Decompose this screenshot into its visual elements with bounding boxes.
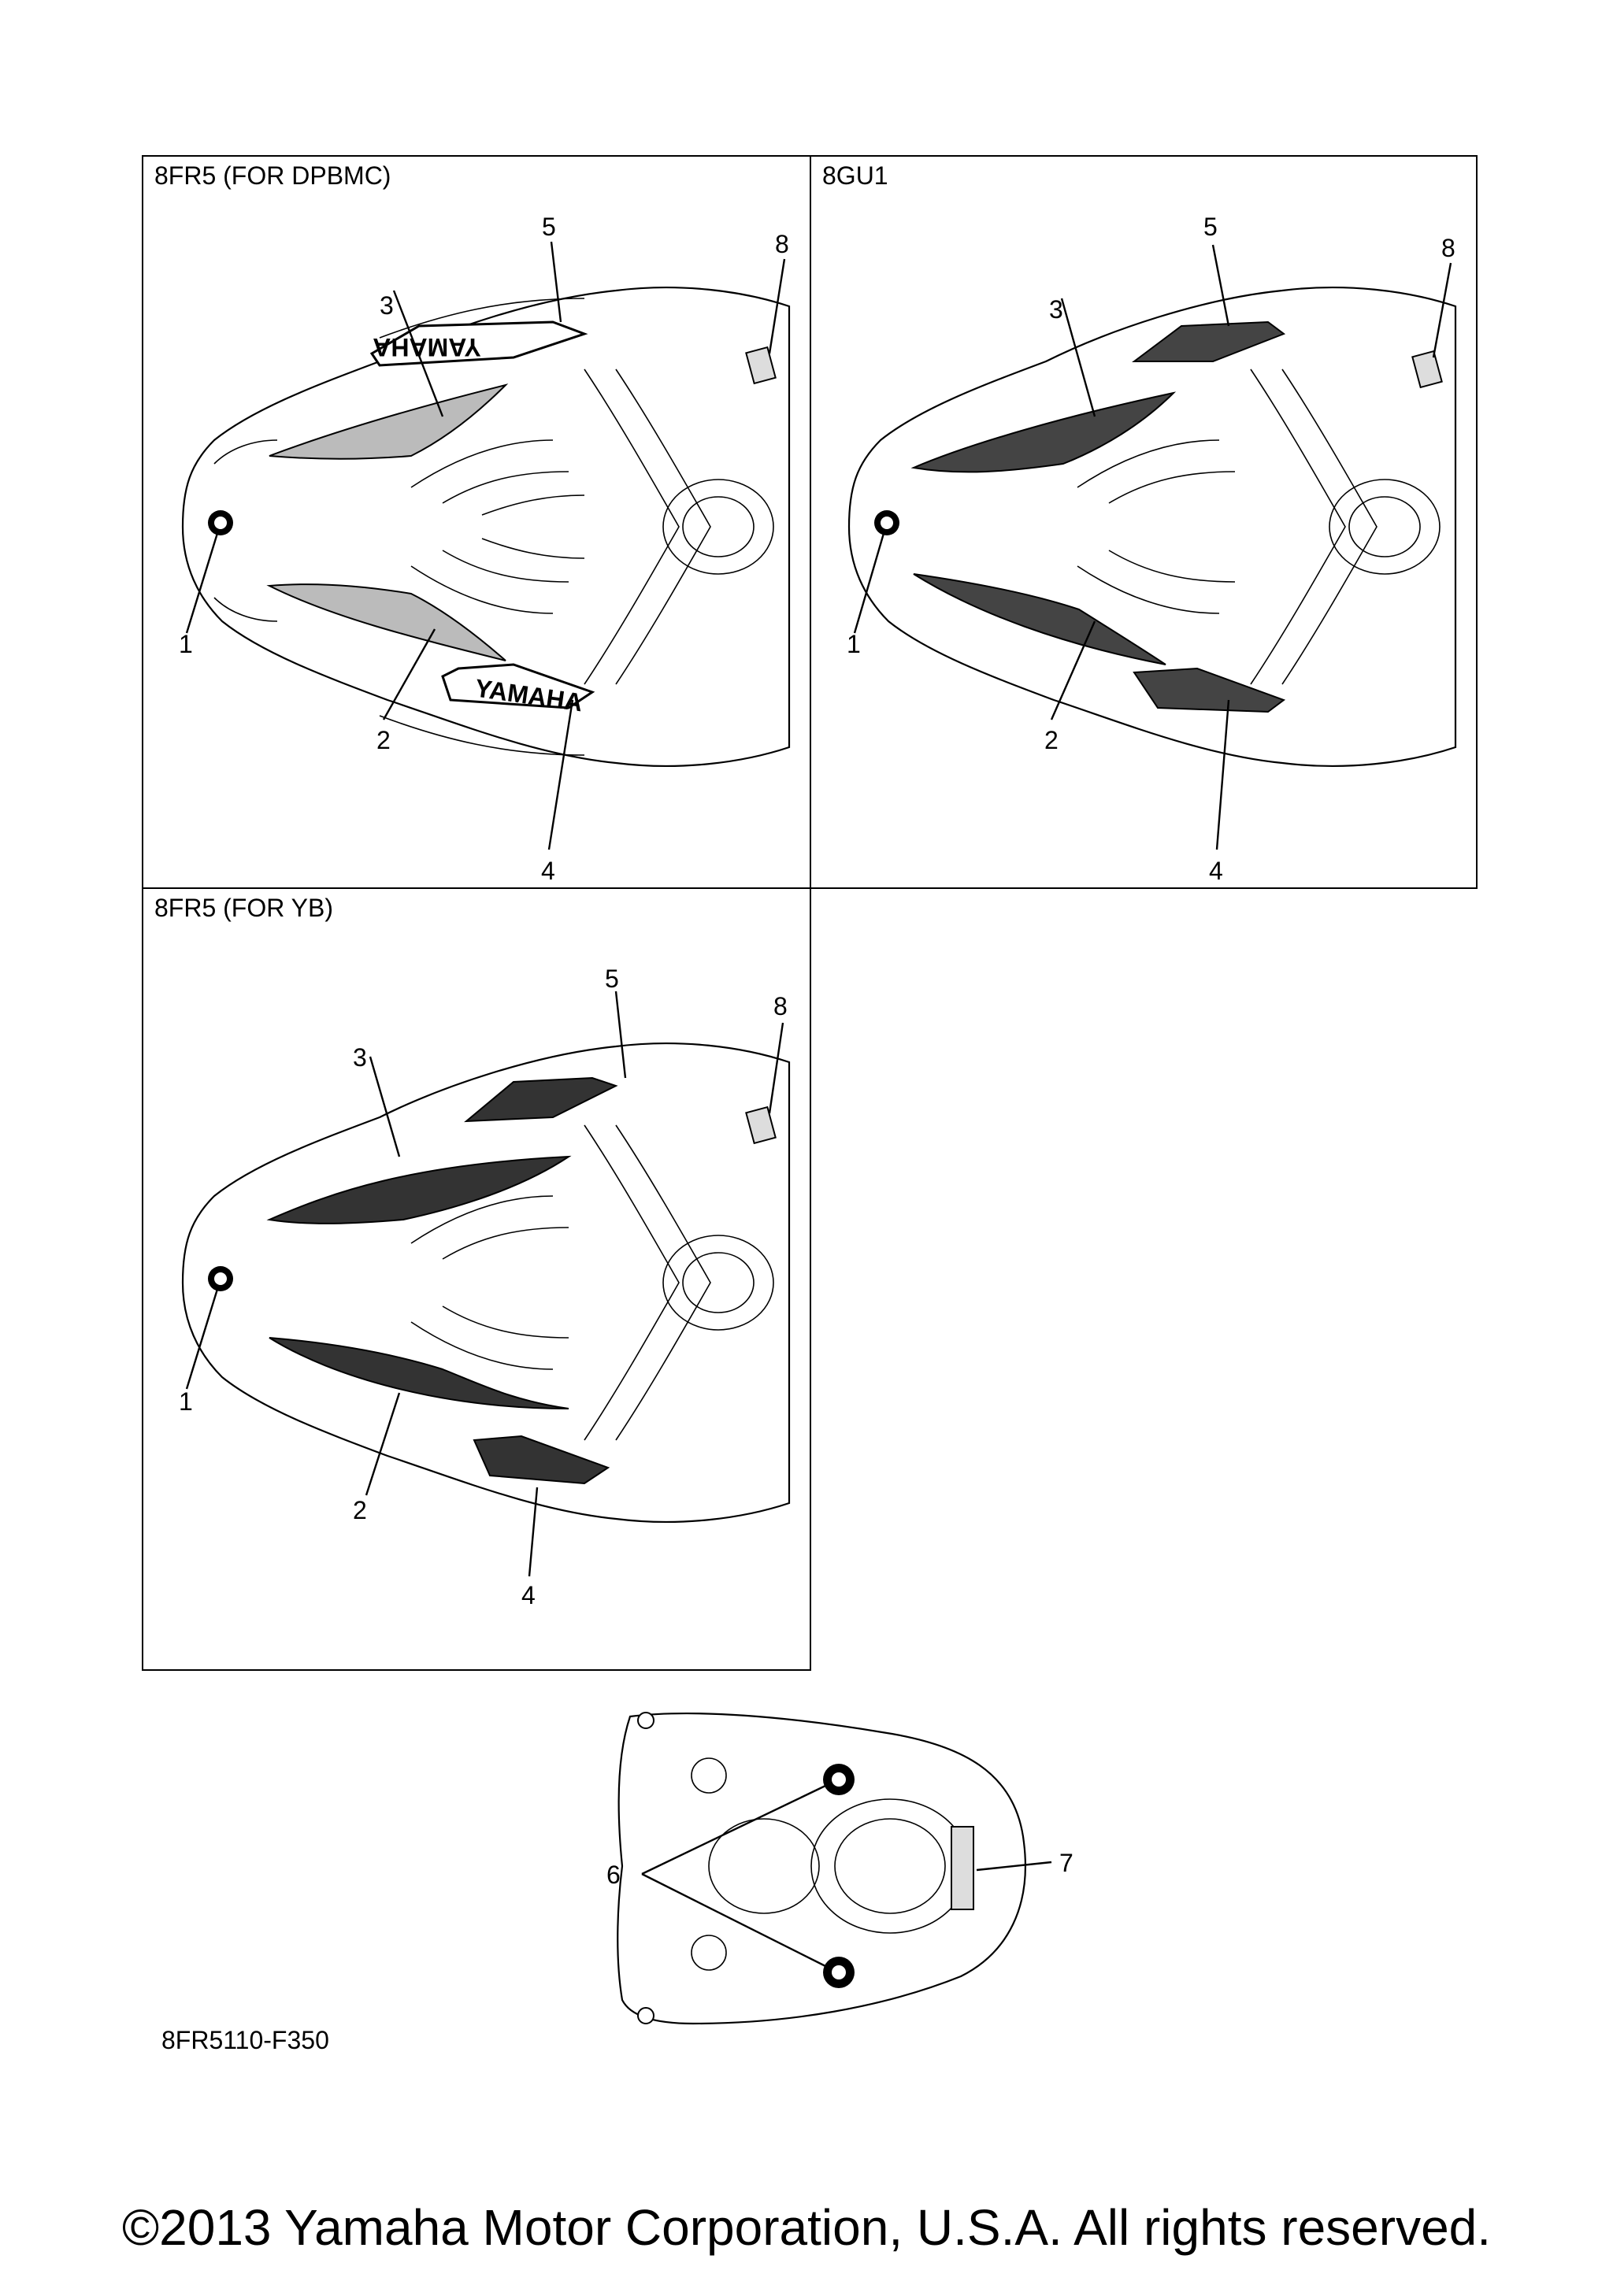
callout-3: 3 [380, 291, 394, 320]
decal-3-stripe [269, 383, 509, 460]
copyright-notice: ©2013 Yamaha Motor Corporation, U.S.A. A… [121, 2199, 1492, 2256]
panel-8fr5-dpbmc: 8FR5 (FOR DPBMC) YAMAHA YAMAHA [142, 155, 811, 889]
decal-3-graphic [910, 391, 1177, 473]
decal-3-graphic [266, 1155, 572, 1224]
callout-2: 2 [353, 1496, 367, 1524]
panel-8fr5-yb: 8FR5 (FOR YB) [142, 887, 811, 1671]
decal-4-graphic [1133, 667, 1286, 713]
label-8 [745, 1105, 777, 1145]
hood-bottom-outline [617, 1712, 1026, 2025]
callout-2: 2 [1044, 726, 1059, 754]
label-8 [745, 346, 777, 385]
emblem-1 [208, 510, 233, 535]
decal-2-stripe [266, 583, 506, 661]
decal-4-graphic [473, 1435, 610, 1485]
emblem-6-upper [823, 1764, 855, 1795]
label-8 [1411, 350, 1443, 389]
hood-bottom-view-diagram: 6 7 [606, 1712, 1073, 2025]
hood-outline [847, 286, 1457, 768]
callout-4: 4 [1209, 857, 1223, 885]
callout-4: 4 [541, 857, 555, 885]
callout-1: 1 [179, 1387, 193, 1416]
hood-outline [181, 1042, 791, 1524]
callout-5: 5 [605, 965, 619, 993]
callout-6: 6 [606, 1861, 621, 1889]
callout-3: 3 [1049, 295, 1063, 324]
panel-label: 8FR5 (FOR YB) [154, 894, 333, 922]
decal-5-yamaha: YAMAHA [369, 320, 588, 367]
hood-top-view-diagram: YAMAHA YAMAHA 1 2 3 4 5 8 [179, 213, 791, 885]
callout-7: 7 [1059, 1849, 1073, 1877]
callout-1: 1 [847, 630, 861, 658]
callout-5: 5 [1203, 213, 1218, 241]
panel-label: 8FR5 (FOR DPBMC) [154, 161, 391, 190]
diagram-code: 8FR5110-F350 [161, 2026, 329, 2054]
decal-2-graphic [269, 1337, 569, 1409]
callout-4: 4 [521, 1581, 536, 1609]
hood-top-view-diagram: 1 2 3 4 5 8 [847, 213, 1457, 885]
emblem-1 [874, 510, 899, 535]
panel-8gu1: 8GU1 [810, 155, 1478, 889]
emblem-1 [208, 1266, 233, 1291]
callout-3: 3 [353, 1043, 367, 1072]
panel-label: 8GU1 [822, 161, 888, 190]
callout-5: 5 [542, 213, 556, 241]
callout-8: 8 [773, 992, 788, 1020]
hood-top-view-diagram: 1 2 3 4 5 8 [179, 965, 791, 1609]
callout-2: 2 [376, 726, 391, 754]
decal-2-graphic [913, 573, 1166, 665]
decal-4-yamaha: YAMAHA [441, 663, 595, 717]
label-7 [951, 1826, 974, 1910]
decal-5-graphic [464, 1076, 618, 1123]
callout-8: 8 [775, 230, 789, 258]
decal-5-graphic [1132, 320, 1286, 362]
callout-1: 1 [179, 630, 193, 658]
callout-8: 8 [1441, 234, 1455, 262]
hood-outline [181, 286, 791, 768]
decal-5-text: YAMAHA [373, 333, 481, 361]
emblem-6-lower [823, 1957, 855, 1988]
